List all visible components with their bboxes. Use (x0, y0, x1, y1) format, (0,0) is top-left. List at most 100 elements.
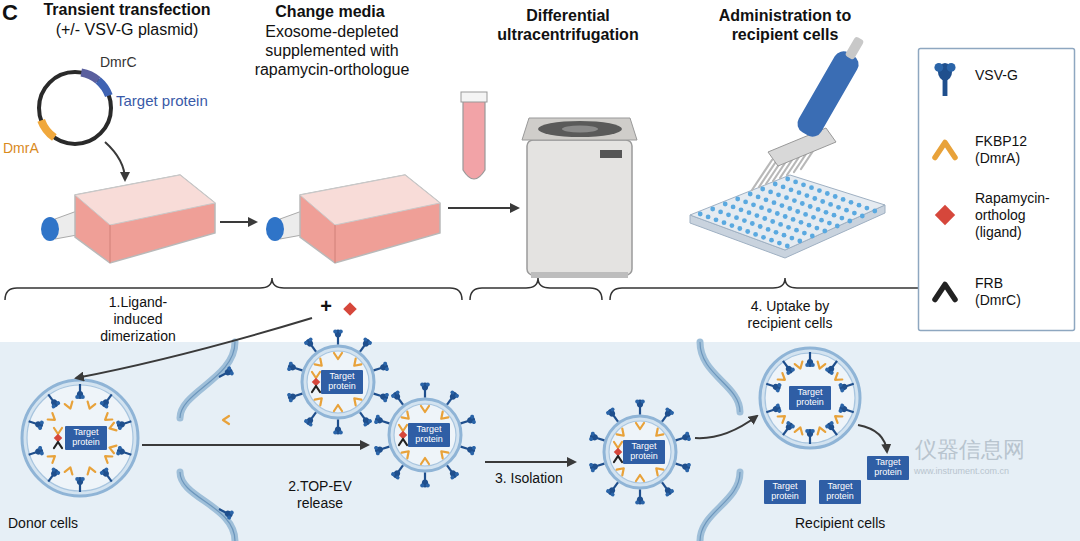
pipette-handle (794, 48, 863, 141)
flask-edge (335, 225, 336, 263)
vsv-g-lobe (605, 488, 611, 494)
binding-domain (108, 444, 116, 453)
domain-chevron (351, 395, 361, 405)
vesicle (760, 348, 860, 448)
vsv-g-stalk (424, 390, 426, 398)
plate-well (847, 219, 852, 224)
vsv-g-lobe (384, 367, 389, 372)
target-protein-box: Target protein (764, 480, 806, 504)
plate-well (726, 212, 731, 217)
binding-domain (816, 426, 825, 434)
domain-chevron (617, 429, 627, 439)
step-arrow (448, 207, 518, 209)
vsv-g-lobe (590, 468, 595, 473)
binding-domain (108, 423, 116, 432)
vsv-g-protein (356, 337, 373, 355)
vsv-g-protein (217, 366, 235, 382)
vsv-g-lobe (685, 431, 690, 436)
vsv-g-lobe (99, 400, 105, 406)
vsv-g-lobe (777, 383, 782, 388)
node-text: Target protein (409, 425, 449, 445)
binding-domain (636, 423, 644, 429)
binding-domain (833, 373, 843, 383)
target-protein-box: Target protein (408, 423, 450, 447)
flask-body (75, 175, 215, 263)
plate-well (832, 213, 837, 218)
plate-well (747, 210, 752, 215)
legend-label: Rapamycin-ortholog (ligand) (975, 190, 1067, 240)
vsv-g-lobe (471, 445, 476, 450)
vsv-g-lobe (39, 420, 44, 425)
vesicle (374, 383, 477, 488)
domain-chevron (103, 413, 113, 423)
flask-edge (110, 225, 111, 263)
vesicle (22, 380, 138, 496)
plate-well (844, 208, 849, 213)
node-text: Target protein (765, 482, 805, 502)
plate-well (815, 226, 820, 231)
plasmid-label: Target protein (116, 92, 236, 110)
plate-well (795, 209, 800, 214)
vsv-g-protein (589, 459, 606, 473)
vsv-g-protein (589, 431, 606, 445)
plate-well (784, 195, 789, 200)
plate-well (785, 177, 790, 182)
vsv-g-lobe (375, 451, 380, 456)
binding-domain (438, 448, 448, 458)
vsv-g-lobe (829, 420, 835, 426)
step-subheading: (+/- VSV-G plasmid) (12, 20, 242, 39)
vsv-g-protein (44, 467, 61, 485)
vesicle-lumen (307, 351, 369, 413)
plate-well (793, 180, 798, 185)
vsv-g-stalk (424, 473, 426, 481)
binding-domain (653, 465, 663, 475)
domain-chevron (421, 458, 429, 464)
step-heading: Administration to recipient cells (690, 6, 880, 44)
region-label: Donor cells (8, 515, 128, 532)
domain-chevron (334, 405, 342, 411)
domain-chevron (312, 386, 320, 392)
vsv-g-lobe (81, 395, 85, 399)
vsv-g-protein (356, 410, 373, 428)
plate-well (786, 225, 791, 230)
vsv-g-protein (805, 352, 815, 367)
vsv-g-lobe (790, 424, 796, 430)
plate-well (797, 190, 802, 195)
plate-well (791, 217, 796, 222)
section-bracket (5, 278, 462, 300)
domain-chevron (795, 362, 804, 370)
step-subheading: Exosome-depleted supplemented with rapam… (247, 22, 417, 80)
pipette-plunger (845, 36, 865, 60)
well-plate (690, 175, 885, 250)
vsv-g-protein (605, 480, 622, 498)
vsv-g-lobe (384, 392, 389, 397)
domain-chevron (402, 448, 412, 458)
cell-membrane-line (180, 472, 235, 541)
domain-chevron (438, 448, 448, 458)
vsv-g-lobe (824, 367, 830, 373)
vsv-g-lobe (39, 451, 44, 456)
vsv-g-protein (443, 463, 460, 481)
plus-sign: + (318, 294, 334, 318)
dmra-segment (41, 120, 54, 137)
binding-domain (315, 395, 325, 405)
domain-chevron (65, 466, 74, 474)
plate-well (820, 199, 825, 204)
vesicle-membrane (302, 346, 374, 418)
binding-domain (795, 426, 804, 434)
domain-chevron (48, 453, 58, 463)
vsv-g-stalk (79, 384, 81, 392)
vsv-g-lobe (81, 477, 85, 481)
vsv-g-protein (765, 379, 782, 393)
vsv-g-lobe (686, 437, 691, 442)
dimerization-arrow (76, 318, 312, 378)
vsv-g-lobe (75, 395, 79, 399)
plate-well (789, 187, 794, 192)
vsv-g-lobe (339, 330, 343, 334)
vsv-g-lobe (686, 462, 691, 467)
plate-well (748, 192, 753, 197)
vsv-g-lobe (790, 367, 796, 373)
vsv-g-lobe (308, 337, 314, 343)
binding-domain (312, 372, 320, 378)
sample-tube (463, 100, 485, 179)
